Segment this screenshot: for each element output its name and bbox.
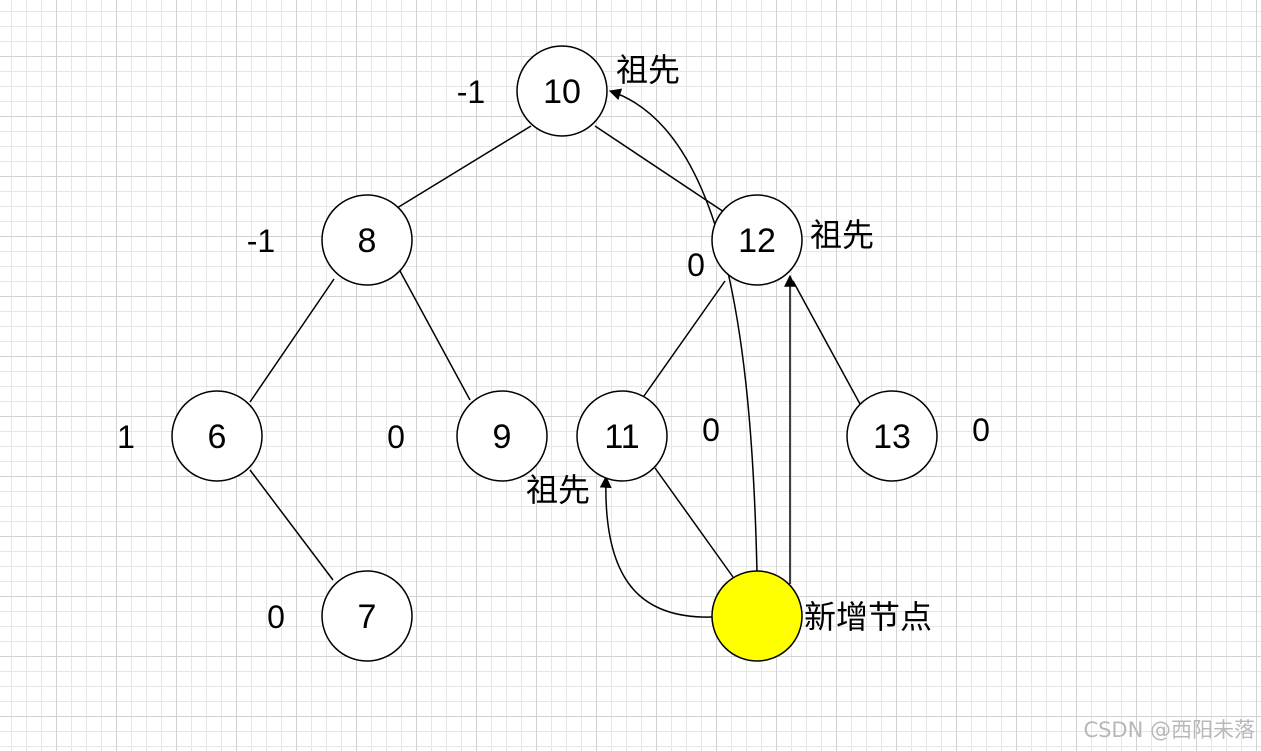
balance-label-7: 0 bbox=[267, 599, 285, 635]
balance-label-13: 0 bbox=[972, 412, 990, 448]
edge-6-7 bbox=[249, 469, 334, 581]
edge-8-6 bbox=[249, 278, 335, 403]
edge-10-12 bbox=[594, 125, 725, 213]
edge-10-8 bbox=[396, 125, 532, 209]
node-7: 7 bbox=[321, 570, 413, 662]
node-label: 12 bbox=[738, 222, 776, 260]
balance-label-10: -1 bbox=[457, 74, 485, 110]
node-10: 10 bbox=[516, 45, 608, 137]
node-label: 8 bbox=[358, 222, 377, 260]
balance-label-9: 0 bbox=[387, 419, 405, 455]
node-label: 10 bbox=[543, 73, 581, 111]
balance-label-6: 1 bbox=[117, 419, 135, 455]
edge-8-9 bbox=[399, 270, 471, 401]
node-label: 13 bbox=[873, 418, 911, 456]
watermark: CSDN @西阳未落 bbox=[1083, 718, 1255, 742]
node-label: 7 bbox=[358, 598, 377, 636]
edge-12-13 bbox=[792, 280, 861, 405]
arrow-new-to-10 bbox=[608, 88, 758, 573]
node-6: 6 bbox=[171, 390, 263, 482]
node-label: 9 bbox=[493, 418, 512, 456]
node-new bbox=[711, 570, 803, 662]
balance-label-11: 0 bbox=[702, 412, 720, 448]
balance-label-12: 0 bbox=[687, 247, 705, 283]
node-12: 12 bbox=[711, 194, 803, 286]
edge-12-11 bbox=[643, 280, 726, 397]
node-label: 11 bbox=[604, 418, 639, 456]
ancestor-label-12: 祖先 bbox=[810, 216, 874, 254]
ancestor-arrows bbox=[599, 88, 796, 618]
ancestor-label-11: 祖先 bbox=[526, 471, 590, 509]
node-8: 8 bbox=[321, 194, 413, 286]
new-node-label: 新增节点 bbox=[804, 598, 932, 636]
annotation-labels: 祖先 祖先 祖先 新增节点 bbox=[526, 51, 932, 636]
balance-label-8: -1 bbox=[247, 223, 275, 259]
edge-11-new bbox=[654, 467, 734, 578]
arrow-new-to-11 bbox=[599, 475, 713, 618]
node-9: 9 bbox=[456, 390, 548, 482]
node-label: 6 bbox=[208, 418, 227, 456]
node-11: 11 bbox=[576, 390, 668, 482]
balance-labels: -1 -1 0 1 0 0 0 0 bbox=[117, 74, 990, 635]
tree-edges bbox=[249, 125, 861, 581]
ancestor-label-10: 祖先 bbox=[616, 51, 680, 89]
node-13: 13 bbox=[846, 390, 938, 482]
tree-nodes: 10 8 12 6 9 11 bbox=[171, 45, 938, 662]
